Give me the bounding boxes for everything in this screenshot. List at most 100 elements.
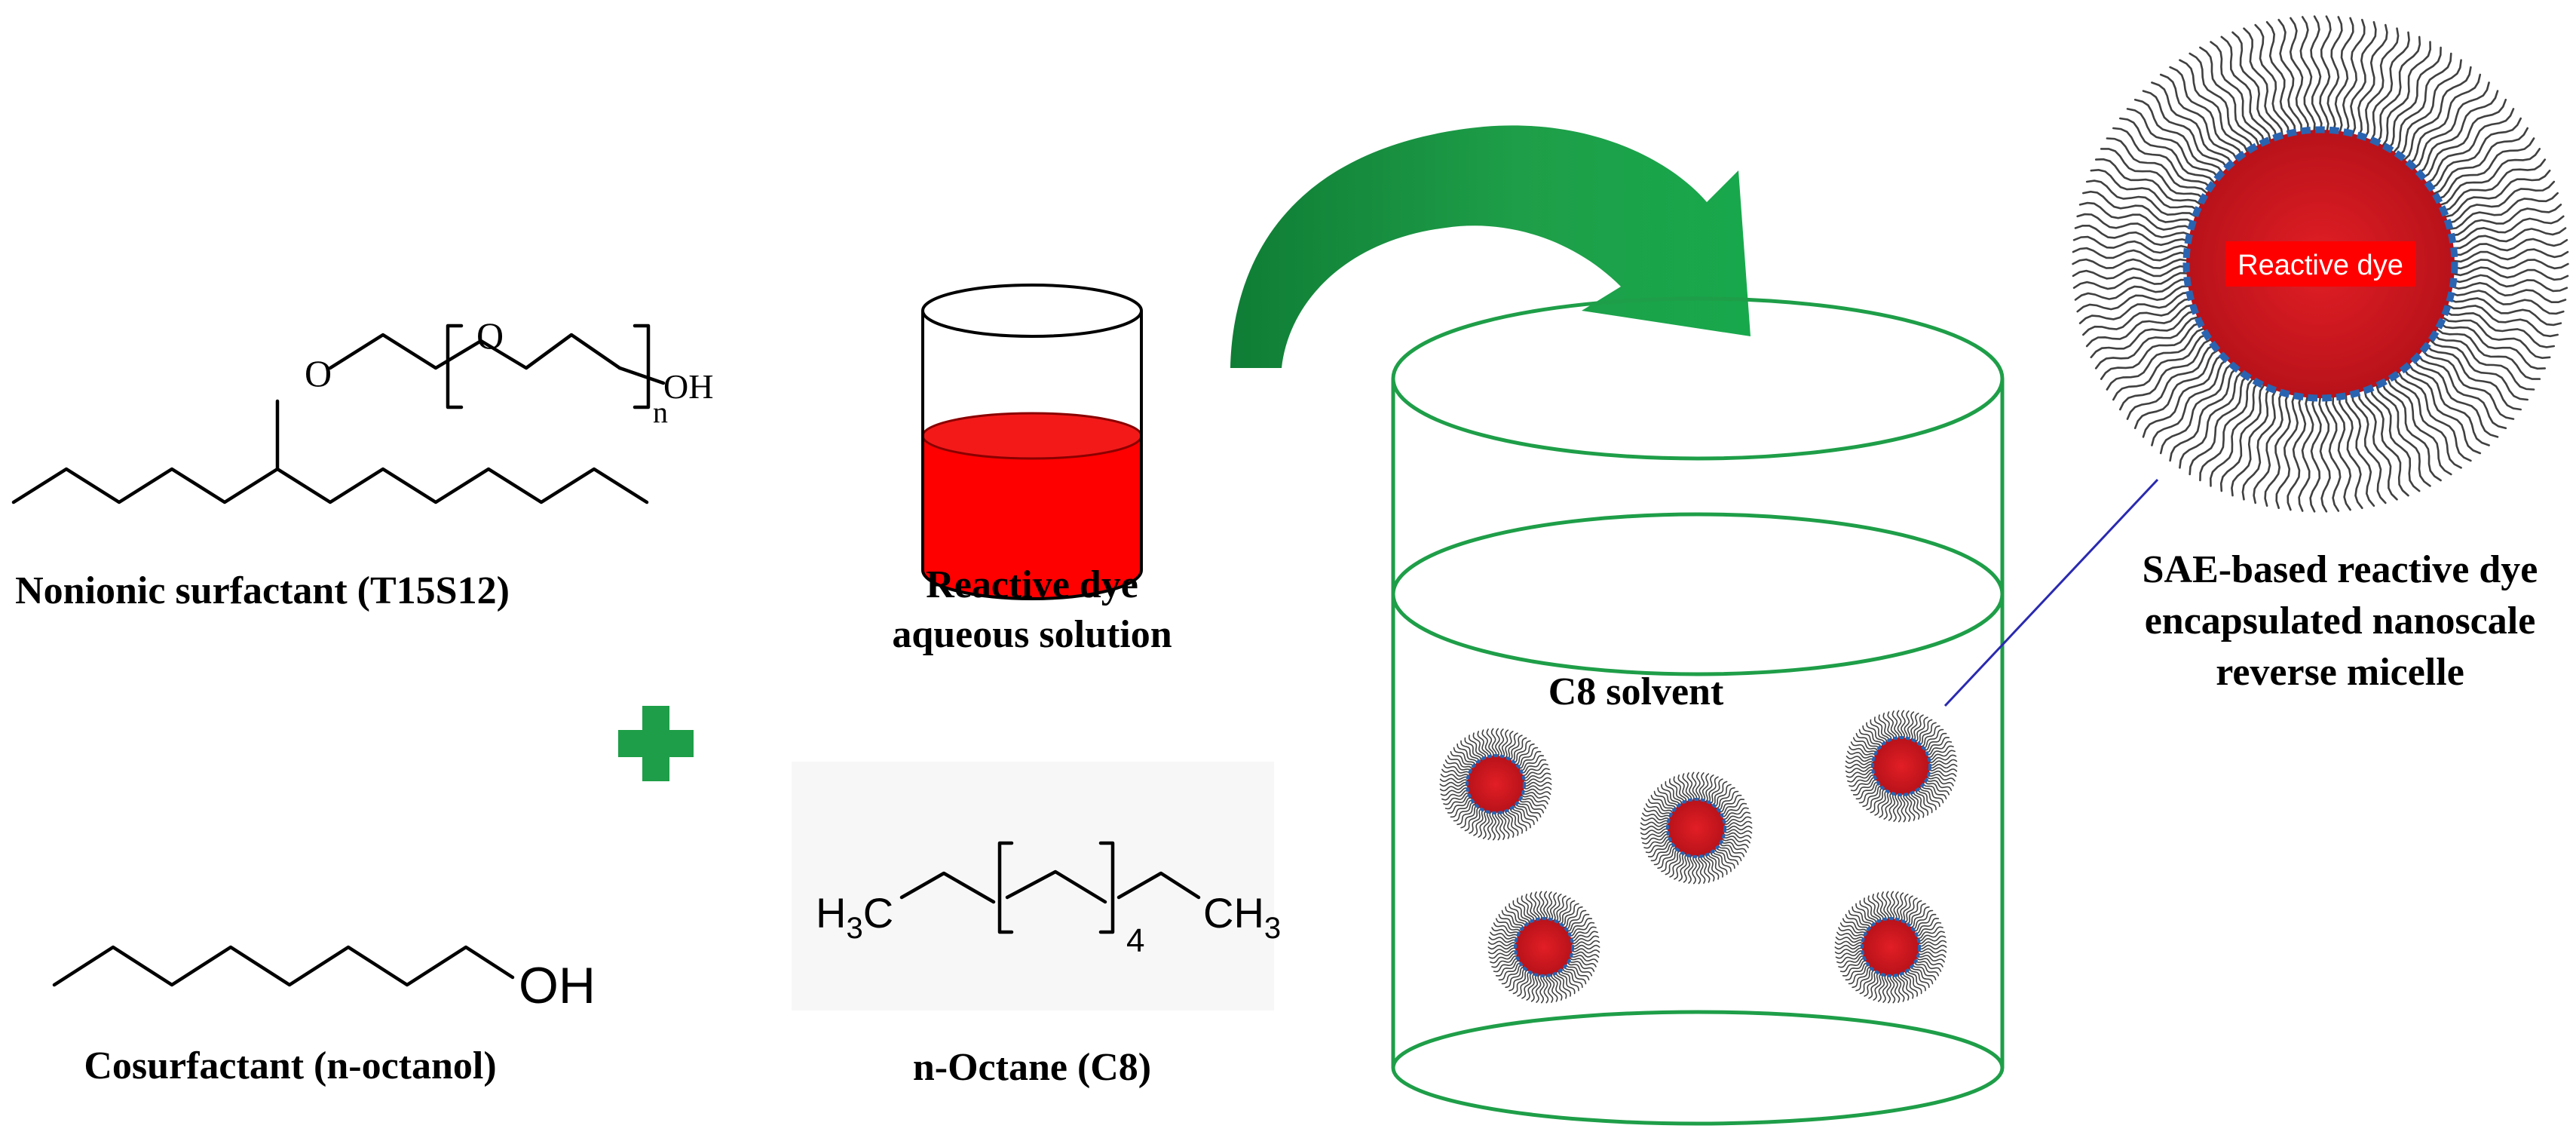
surfactant-tail bbox=[1722, 825, 1753, 831]
surfactant-tail bbox=[1835, 949, 1865, 959]
surfactant-tail bbox=[1892, 792, 1899, 822]
surfactant-tail bbox=[1909, 713, 1919, 741]
surfactant-tail bbox=[2391, 367, 2462, 469]
solvent-label: C8 solvent bbox=[1548, 670, 1724, 713]
surfactant-tail bbox=[2078, 291, 2198, 324]
surfactant-tail bbox=[1456, 803, 1478, 826]
surfactant-tail bbox=[1917, 787, 1937, 811]
surfactant-tail bbox=[1721, 811, 1751, 823]
surfactant-tail bbox=[1503, 731, 1514, 759]
surfactant-tail bbox=[2078, 201, 2198, 235]
surfactant-tail bbox=[1907, 711, 1915, 741]
surfactant-tail bbox=[1569, 931, 1598, 942]
surfactant-tail bbox=[1852, 906, 1873, 928]
surfactant-tail bbox=[1439, 784, 1470, 792]
surfactant-tail bbox=[1498, 962, 1523, 981]
surfactant-tail bbox=[2231, 382, 2277, 497]
surfactant-tail bbox=[1718, 841, 1745, 857]
surfactant-tail bbox=[2319, 15, 2332, 138]
surfactant-tail bbox=[1877, 973, 1885, 1002]
surfactant-tail bbox=[2243, 27, 2283, 145]
surfactant-right-chain bbox=[275, 467, 649, 504]
surfactant-tail bbox=[1490, 728, 1497, 759]
dye-beaker bbox=[921, 284, 1143, 600]
surfactant-tail bbox=[2106, 137, 2213, 201]
surfactant-tail bbox=[2363, 382, 2409, 497]
octane-panel bbox=[792, 762, 1274, 1011]
surfactant-tail bbox=[1512, 805, 1531, 829]
surfactant-tail bbox=[2094, 316, 2207, 370]
surfactant-tail bbox=[1521, 785, 1552, 791]
surfactant-tail bbox=[1883, 791, 1894, 820]
surfactant-tail bbox=[1910, 909, 1934, 931]
surfactant-tail bbox=[1495, 918, 1522, 934]
surfactant-tail bbox=[1498, 913, 1523, 932]
surfactant-tail bbox=[2446, 266, 2569, 281]
surfactant-tail bbox=[1910, 964, 1934, 985]
surfactant-tail bbox=[2112, 127, 2216, 196]
surfactant-tail bbox=[1519, 759, 1547, 774]
surfactant-tail bbox=[2100, 321, 2210, 380]
surfactant-tail bbox=[1881, 891, 1889, 922]
surfactant-tail bbox=[1490, 931, 1519, 941]
surfactant-tail bbox=[1855, 903, 1875, 927]
surfactant-tail bbox=[1698, 772, 1705, 802]
surfactant-tail bbox=[1642, 833, 1671, 845]
surfactant-tail bbox=[2112, 332, 2216, 401]
surfactant-tail bbox=[1921, 783, 1944, 804]
head-group-ring bbox=[1861, 917, 1921, 977]
micelle-core bbox=[1515, 919, 1573, 976]
surfactant-tail bbox=[2072, 265, 2195, 280]
surfactant-tail bbox=[2299, 16, 2316, 139]
surfactant-tail bbox=[2169, 66, 2245, 164]
surfactant-tail bbox=[2391, 59, 2462, 161]
surfactant-tail bbox=[1848, 909, 1871, 931]
surfactant-tail bbox=[1683, 854, 1691, 883]
surfactant-tail bbox=[1515, 801, 1539, 822]
surfactant-tail bbox=[2309, 390, 2322, 513]
surfactant-tail bbox=[1516, 897, 1533, 925]
surfactant-tail bbox=[2085, 179, 2202, 223]
surfactant-tail bbox=[2179, 59, 2250, 161]
surfactant-tail bbox=[1870, 788, 1888, 814]
surfactant-tail bbox=[2406, 355, 2490, 446]
surfactant-tail bbox=[1917, 722, 1937, 746]
surfactant-tail bbox=[1517, 970, 1532, 997]
surfactant-tail bbox=[1565, 962, 1590, 981]
surfactant-tail bbox=[1539, 891, 1545, 922]
surfactant-tail bbox=[1902, 970, 1919, 997]
surfactant-tail bbox=[1893, 891, 1900, 922]
surfactant-tail bbox=[1718, 799, 1745, 815]
surfactant-tail bbox=[2072, 258, 2195, 269]
surfactant-tail bbox=[1863, 897, 1879, 925]
surfactant-tail bbox=[1495, 728, 1500, 759]
surfactant-tail bbox=[2072, 235, 2195, 254]
surfactant-tail bbox=[1876, 892, 1887, 922]
micelle-core bbox=[1668, 799, 1725, 857]
surfactant-tail bbox=[2072, 271, 2195, 290]
surfactant-tail bbox=[1521, 777, 1552, 784]
surfactant-tail bbox=[1487, 944, 1518, 950]
surfactant-tail bbox=[1900, 792, 1907, 823]
surfactant-tail bbox=[1491, 810, 1496, 841]
surfactant-tail bbox=[1502, 809, 1515, 838]
surfactant-tail bbox=[1710, 781, 1728, 806]
surfactant-tail bbox=[1845, 962, 1870, 981]
surfactant-tail bbox=[1439, 777, 1470, 784]
surfactant-tail bbox=[1882, 973, 1888, 1003]
repeat-bracket-right bbox=[633, 324, 651, 409]
surfactant-tail bbox=[1569, 953, 1598, 963]
surfactant-tail bbox=[1642, 812, 1671, 822]
surfactant-tail bbox=[2444, 215, 2565, 243]
surfactant-tail bbox=[2076, 213, 2197, 241]
surfactant-tail bbox=[1845, 766, 1876, 774]
surfactant-tail bbox=[1447, 755, 1474, 771]
surfactant-tail bbox=[1916, 935, 1947, 945]
surfactant-tail bbox=[2179, 367, 2250, 469]
surfactant-tail bbox=[1517, 750, 1542, 769]
surfactant-tail bbox=[1722, 829, 1753, 835]
surfactant-tail bbox=[1495, 960, 1522, 977]
surfactant-tail bbox=[2364, 31, 2410, 146]
surfactant-tail bbox=[1873, 716, 1890, 744]
surfactant-tail bbox=[1570, 935, 1600, 945]
